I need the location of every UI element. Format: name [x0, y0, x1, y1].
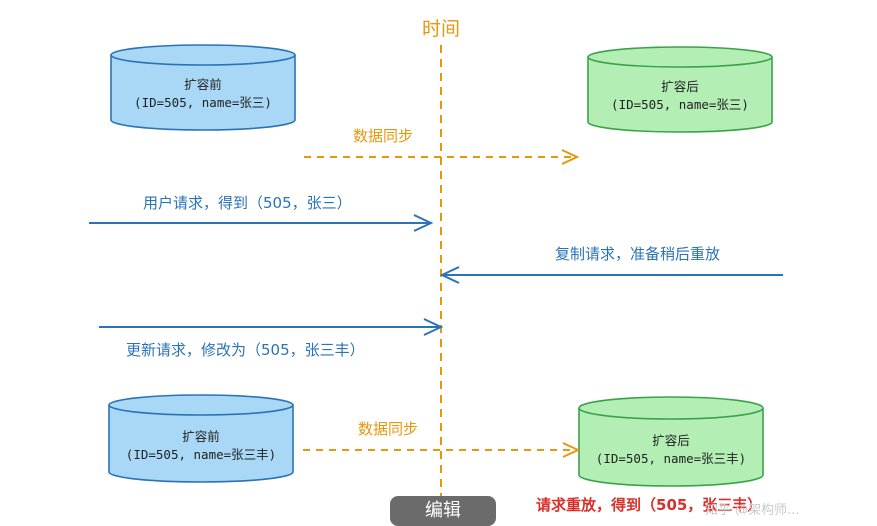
arrow-copy-request	[439, 266, 783, 284]
cylinder-title: 扩容前	[182, 429, 220, 444]
cylinder-before-2-text: 扩容前 (ID=505, name=张三丰)	[109, 428, 293, 464]
user-request-label: 用户请求，得到（505，张三）	[143, 194, 352, 212]
update-request-label: 更新请求，修改为（505，张三丰）	[126, 341, 365, 359]
cylinder-before-1	[110, 44, 296, 131]
cylinder-after-2	[578, 396, 764, 487]
copy-request-label: 复制请求，准备稍后重放	[555, 245, 721, 263]
cylinder-title: 扩容后	[652, 433, 690, 448]
cylinder-before-2	[108, 394, 294, 483]
arrow-user-request	[89, 214, 434, 232]
edit-button[interactable]: 编辑	[390, 496, 496, 526]
watermark-text: 知乎 @架构师...	[705, 503, 800, 515]
sync-label-1: 数据同步	[353, 127, 414, 145]
cylinder-record: (ID=505, name=张三丰)	[595, 451, 747, 466]
cylinder-record: (ID=505, name=张三)	[611, 97, 749, 112]
arrow-sync-1	[304, 149, 580, 165]
cylinder-after-1-text: 扩容后 (ID=505, name=张三)	[588, 78, 772, 114]
cylinder-after-1	[587, 46, 773, 133]
arrow-sync-2	[303, 442, 581, 458]
cylinder-after-2-text: 扩容后 (ID=505, name=张三丰)	[579, 432, 763, 468]
time-label: 时间	[421, 18, 460, 40]
cylinder-record: (ID=505, name=张三)	[134, 95, 272, 110]
cylinder-title: 扩容前	[184, 77, 222, 92]
replay-label: 请求重放，得到（505，张三丰）	[536, 496, 763, 514]
cylinder-before-1-text: 扩容前 (ID=505, name=张三)	[111, 76, 295, 112]
cylinder-record: (ID=505, name=张三丰)	[125, 447, 277, 462]
arrow-update-request	[99, 318, 444, 336]
cylinder-title: 扩容后	[661, 79, 699, 94]
diagram-canvas	[89, 44, 783, 515]
sync-label-2: 数据同步	[358, 420, 419, 438]
